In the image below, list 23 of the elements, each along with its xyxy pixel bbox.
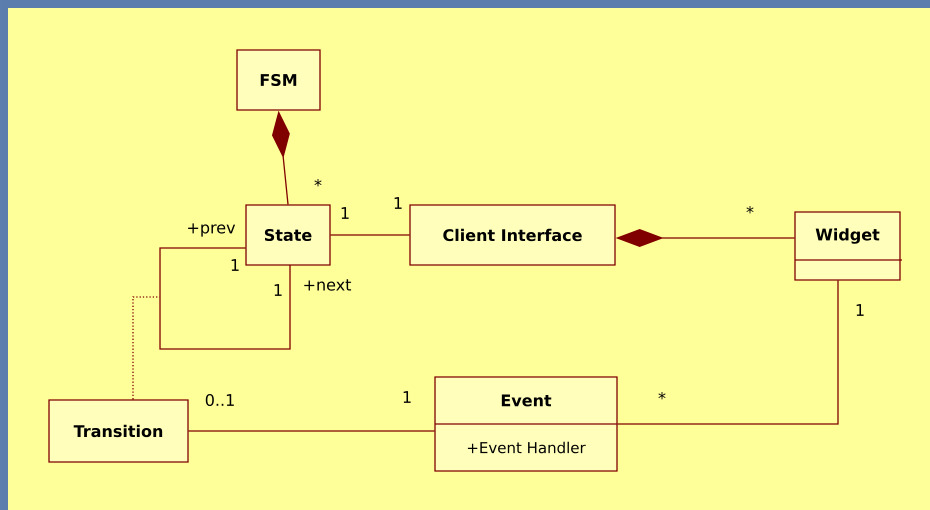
multiplicity-label: 1	[274, 284, 282, 296]
multiplicity-label: *	[314, 179, 322, 186]
multiplicity-label: 1	[856, 304, 864, 316]
multiplicity-label: *	[746, 206, 754, 214]
class-box: FSM	[236, 49, 321, 111]
association-line	[159, 247, 291, 350]
multiplicity-label: 1	[232, 259, 239, 271]
class-box: State	[245, 204, 331, 266]
class-box: Widget	[794, 211, 902, 281]
multiplicity-label: 1	[404, 391, 411, 403]
class-box: Event +Event Handler	[434, 376, 618, 472]
class-box: Transition	[48, 399, 189, 463]
role-label: +next	[304, 279, 352, 291]
association-line	[618, 280, 839, 425]
multiplicity-label: 0..1	[206, 394, 234, 406]
dotted-line	[132, 296, 160, 400]
association-line	[330, 234, 410, 236]
association-line	[188, 430, 434, 432]
multiplicity-label: *	[658, 392, 666, 400]
multiplicity-label: 1	[342, 207, 349, 219]
multiplicity-label: 1	[394, 197, 402, 209]
role-label: +prev	[188, 223, 236, 237]
class-box: Client Interface	[409, 204, 616, 266]
